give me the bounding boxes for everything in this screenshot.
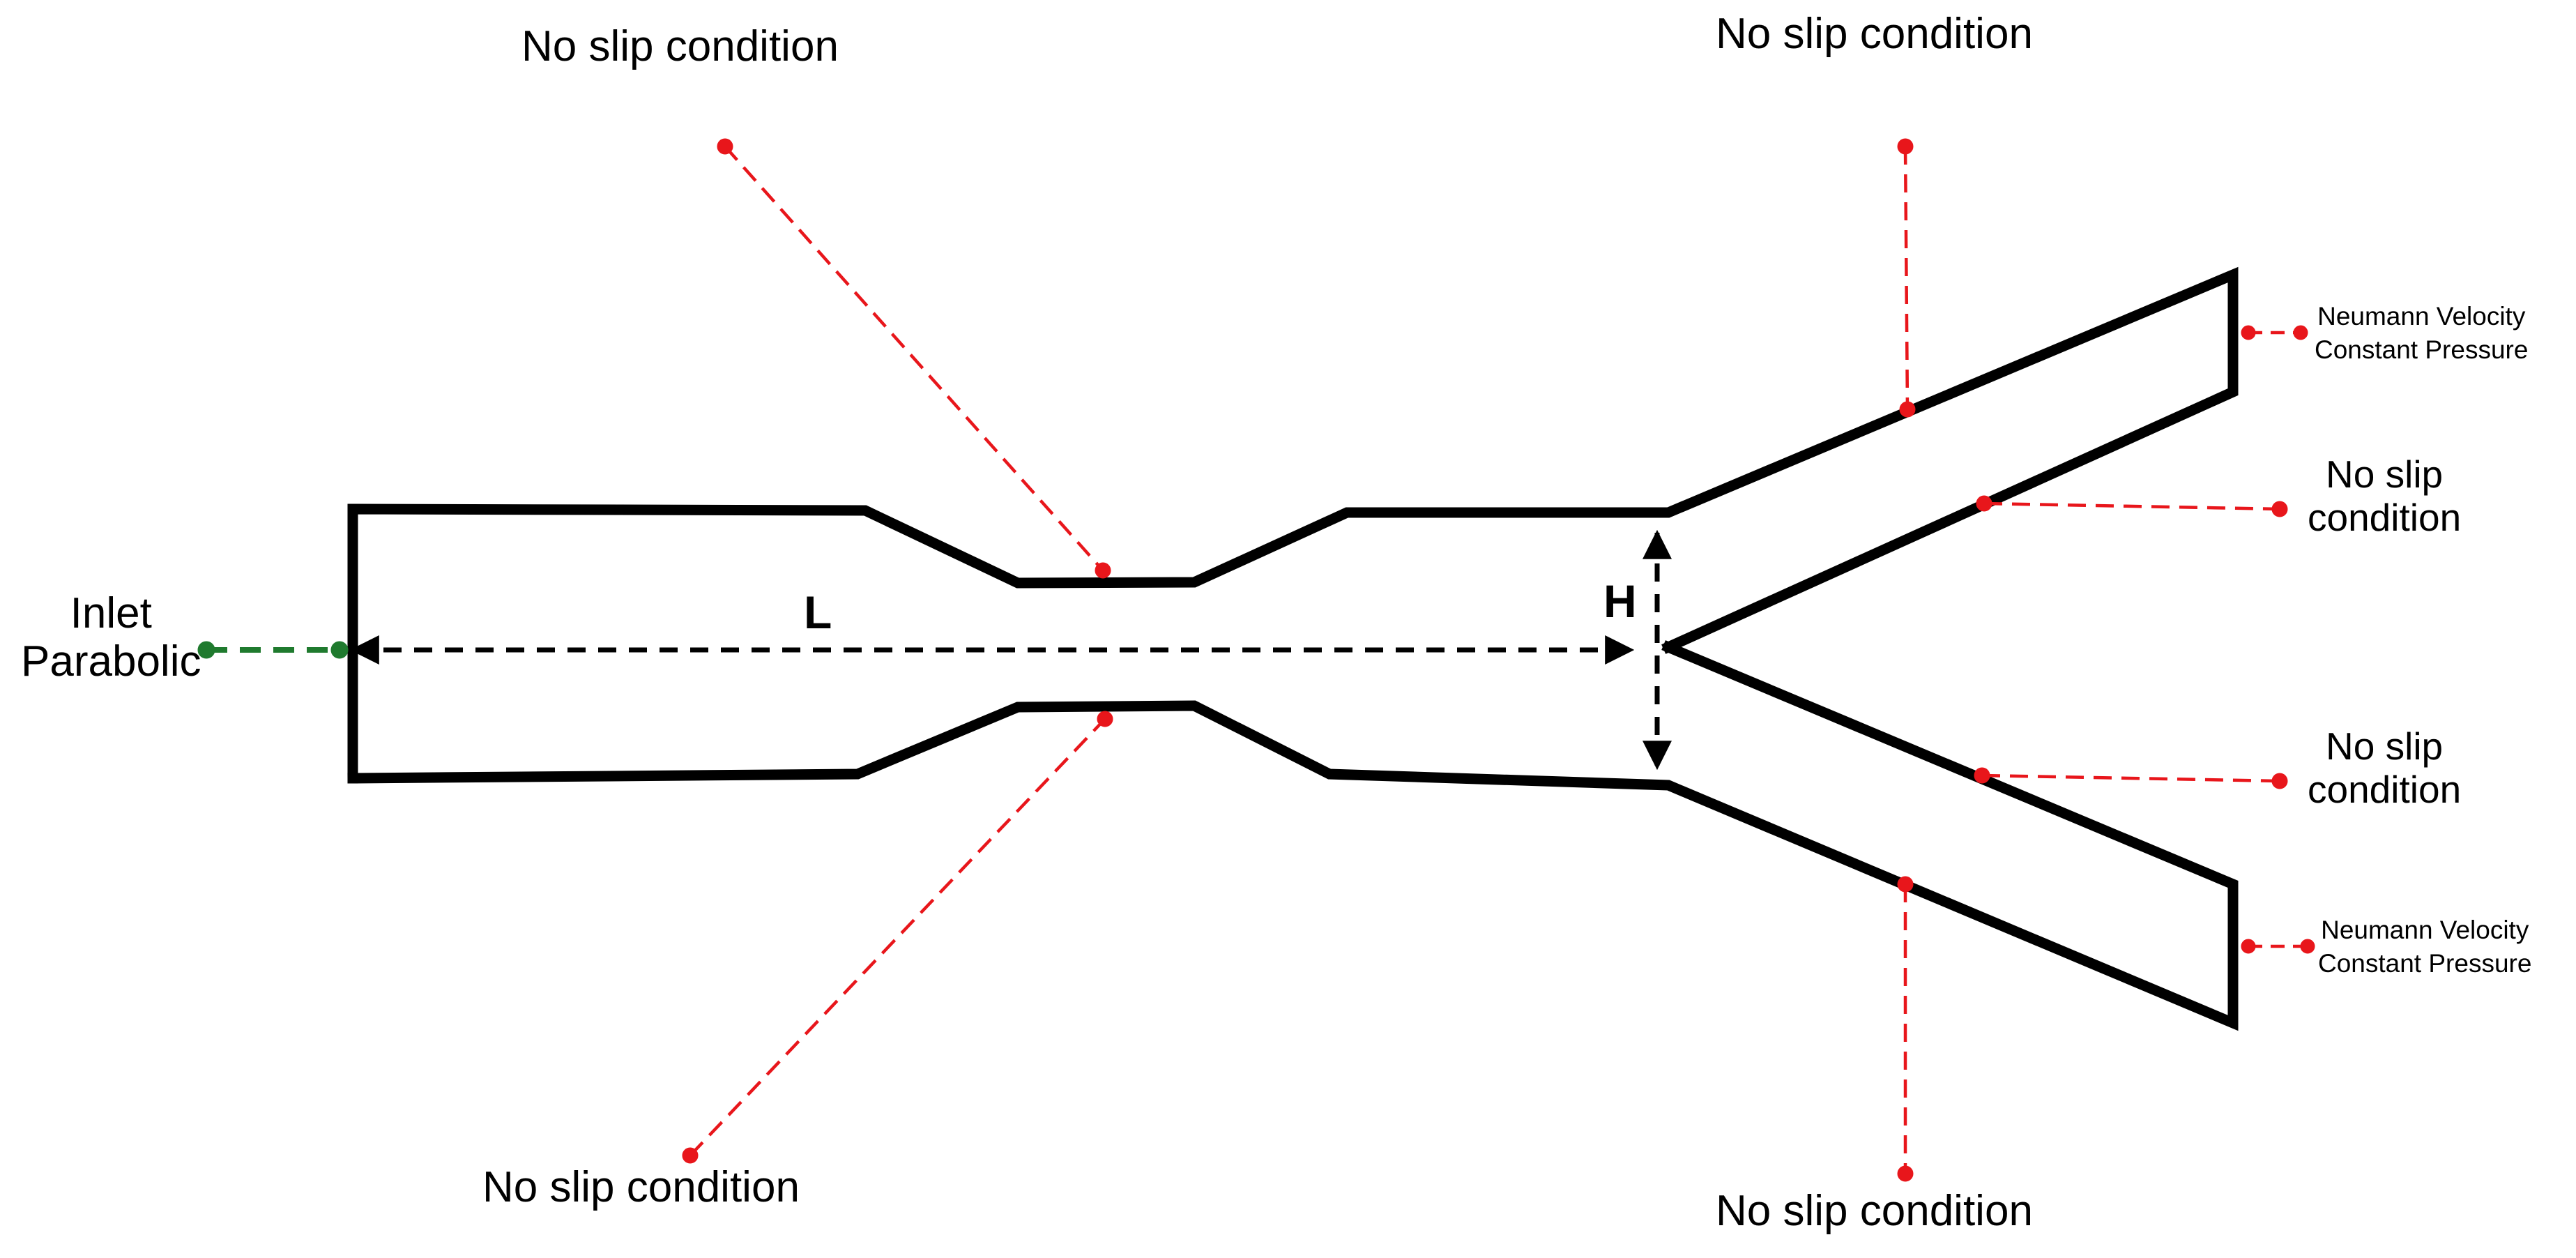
callout-bottom-left — [682, 711, 1113, 1164]
callout-outlet-lower — [2241, 939, 2315, 954]
upper-wall — [347, 266, 2239, 784]
callout-branch-upper-inner — [1976, 495, 2288, 517]
lower-wall — [347, 640, 2239, 1031]
dimension-lines — [349, 529, 1672, 771]
label-outlet-lower: Neumann Velocity Constant Pressure — [2318, 916, 2532, 978]
label-no-slip-top-left: No slip condition — [521, 22, 839, 70]
boundary-callouts — [682, 138, 2315, 1182]
label-no-slip-branch-lower: No slip condition — [2308, 725, 2462, 811]
label-no-slip-branch-upper: No slip condition — [2308, 453, 2462, 539]
label-inlet: Inlet Parabolic — [21, 589, 201, 686]
callout-branch-lower-inner — [1974, 767, 2288, 789]
label-height: H — [1603, 575, 1637, 627]
channel-walls — [347, 266, 2239, 1031]
callout-outlet-upper — [2241, 325, 2308, 340]
label-outlet-upper: Neumann Velocity Constant Pressure — [2315, 302, 2529, 365]
label-no-slip-bottom-right: No slip condition — [1716, 1187, 2033, 1235]
callout-top-left — [717, 138, 1111, 579]
label-no-slip-top-right: No slip condition — [1716, 10, 2033, 58]
callout-bottom-right — [1897, 876, 1914, 1182]
label-no-slip-bottom-left: No slip condition — [482, 1163, 800, 1211]
label-length: L — [804, 586, 832, 638]
callout-top-right — [1897, 138, 1916, 418]
inlet-marker — [197, 641, 349, 659]
